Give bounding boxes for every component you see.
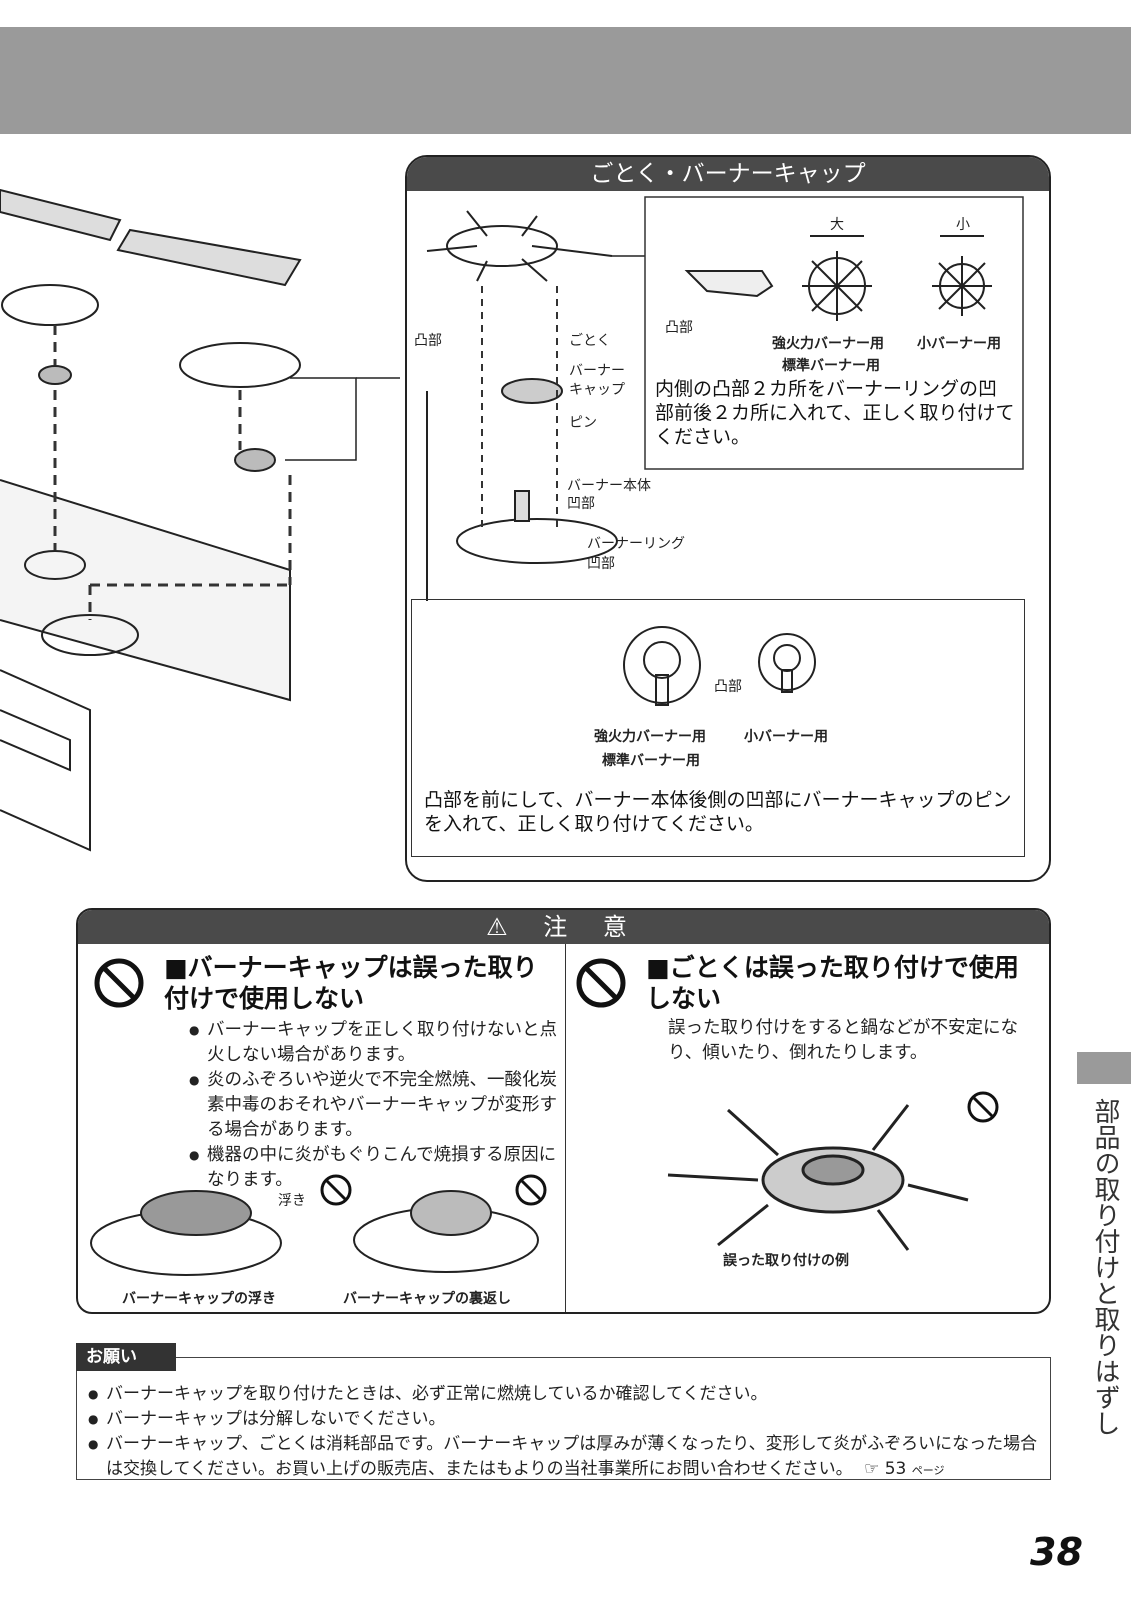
label-uki: 浮き [278,1193,306,1209]
label-totsubu: 凸部 [414,333,442,349]
label-small-burner-lower: 小バーナー用 [744,729,828,745]
caution-box: ⚠ 注 意 ■バーナーキャップは誤った取り付けで使用しない バーナーキャップを正… [76,908,1051,1314]
prohibition-icon [94,958,144,1008]
label-pin: ピン [569,415,597,431]
label-std-burner: 標準バーナー用 [782,358,880,374]
label-small-burner: 小バーナー用 [917,336,1001,352]
caution-title: ⚠ 注 意 [78,910,1049,944]
lower-instruction: 凸部を前にして、バーナー本体後側の凹部にバーナーキャップのピンを入れて、正しく取… [424,789,1012,835]
label-burner-cap-2: キャップ [569,382,625,398]
ref-page-number: 53 [884,1459,907,1479]
caption-upside-down: バーナーキャップの裏返し [343,1291,511,1307]
label-high-burner-lower: 強火力バーナー用 [594,729,706,745]
gotoku-misplacement-illustration [667,1091,999,1251]
caption-gotoku-example: 誤った取り付けの例 [723,1253,849,1269]
label-burner-ring-2: 凹部 [587,556,615,572]
list-item: バーナーキャップは分解しないでください。 [88,1407,1048,1432]
label-totsubu-inset: 凸部 [665,320,693,336]
side-tab [1077,1052,1131,1084]
page-number: 38 [1030,1530,1083,1574]
list-item: バーナーキャップ、ごとくは消耗部品です。バーナーキャップは厚みが薄くなったり、変… [88,1432,1048,1483]
caption-floating: バーナーキャップの浮き [122,1291,276,1307]
prohibition-icon [576,958,626,1008]
cooktop-illustration [0,188,400,852]
burner-diagram [426,196,1024,601]
panel-title: ごとく・バーナーキャップ [407,157,1049,191]
caution-right-text: 誤った取り付けをすると鍋などが不安定になり、傾いたり、倒れたりします。 [668,1018,1018,1063]
request-list: バーナーキャップを取り付けたときは、必ず正常に燃焼しているか確認してください。 … [88,1382,1048,1483]
label-burner-body-2: 凹部 [567,496,595,512]
pointing-hand-icon: ☞ [864,1459,880,1479]
caution-right-heading: ■ごとくは誤った取り付けで使用しない [646,953,1019,1013]
label-burner-ring-1: バーナーリング [587,536,685,552]
list-item: 機器の中に炎がもぐりこんで焼損する原因になります。 [189,1143,559,1193]
ref-page-unit: ページ [911,1464,945,1477]
label-dai: 大 [830,217,844,233]
burner-cap-misplacement-illustration [90,1174,547,1276]
lower-inset: 凸部 強火力バーナー用 小バーナー用 標準バーナー用 凸部を前にして、バーナー本… [411,599,1025,857]
label-totsubu-lower: 凸部 [714,679,742,695]
gotoku-panel: ごとく・バーナーキャップ 凸部 ごとく バーナー キャップ ピン バー [405,155,1051,882]
label-std-burner-lower: 標準バーナー用 [602,753,700,769]
divider [565,944,566,1312]
caution-left-list: バーナーキャップを正しく取り付けないと点火しない場合があります。 炎のふぞろいや… [189,1018,559,1193]
list-item: バーナーキャップを取り付けたときは、必ず正常に燃焼しているか確認してください。 [88,1382,1048,1407]
request-item-text: バーナーキャップ、ごとくは消耗部品です。バーナーキャップは厚みが薄くなったり、変… [106,1434,1038,1479]
header-bar [0,27,1131,134]
label-high-burner: 強火力バーナー用 [772,336,884,352]
label-burner-cap-1: バーナー [569,363,625,379]
label-burner-body-1: バーナー本体 [567,478,651,494]
label-sho: 小 [956,217,970,233]
caution-left-heading: ■バーナーキャップは誤った取り付けで使用しない [164,953,538,1013]
burner-cap-top-view [623,626,816,706]
inset-instruction: 内側の凸部２カ所をバーナーリングの凹部前後２カ所に入れて、正しく取り付けてくださ… [655,378,1015,448]
list-item: 炎のふぞろいや逆火で不完全燃焼、一酸化炭素中毒のおそれやバーナーキャップが変形す… [189,1068,559,1143]
list-item: バーナーキャップを正しく取り付けないと点火しない場合があります。 [189,1018,559,1068]
request-tab: お願い [76,1343,176,1371]
section-title: 部品の取り付けと取りはずし [1090,1098,1120,1436]
label-gotoku: ごとく [569,333,611,349]
